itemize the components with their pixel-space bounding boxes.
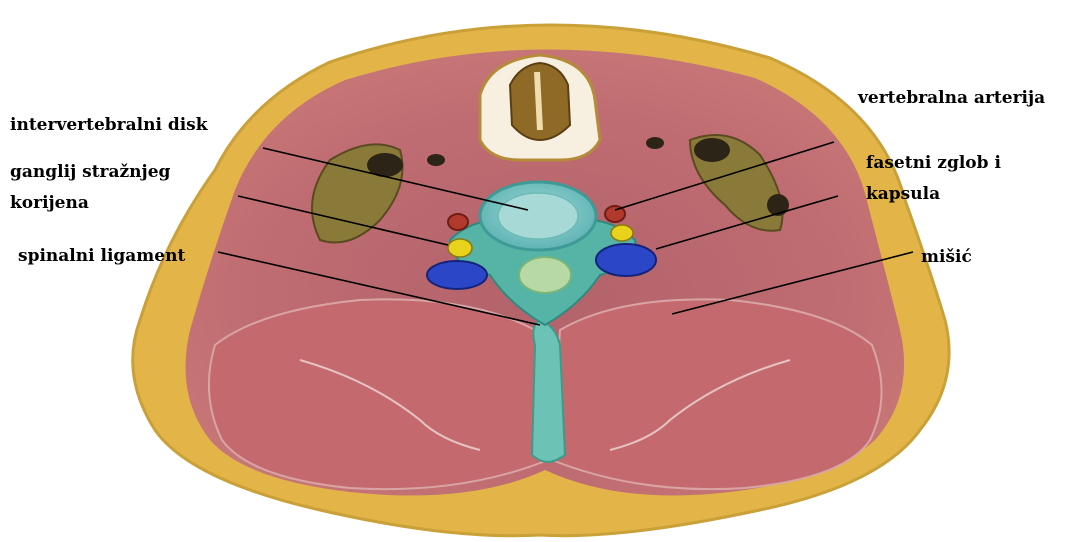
left-facet-joint	[427, 261, 487, 289]
label-intervertebral-disc: intervertebralni disk	[10, 113, 208, 137]
label-spinal-ligament: spinalni ligament	[18, 244, 185, 268]
right-facet-joint	[596, 244, 656, 276]
left-vertebral-artery	[448, 214, 468, 230]
label-facet-joint-line2: kapsula	[866, 182, 940, 206]
label-vertebral-artery: vertebralna arterija	[858, 86, 1045, 110]
right-ganglion	[611, 225, 633, 241]
label-facet-joint-line1: fasetni zglob i	[866, 151, 1001, 175]
label-muscle: mišić	[921, 245, 972, 269]
left-ganglion	[448, 239, 472, 257]
label-dorsal-root-ganglion-line1: ganglij stražnjeg	[10, 160, 170, 184]
left-posterior-muscle	[209, 299, 548, 489]
right-posterior-muscle	[552, 299, 882, 489]
spinal-cord-shape	[519, 257, 571, 293]
label-dorsal-root-ganglion-line2: korijena	[10, 191, 89, 215]
